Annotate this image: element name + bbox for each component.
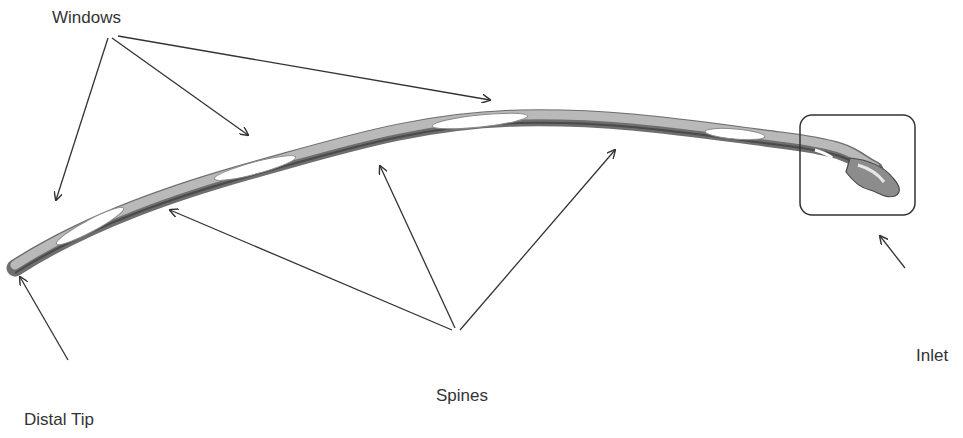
part-label: Inlet (916, 346, 948, 366)
inlet-box (800, 115, 915, 215)
tube (15, 115, 875, 273)
part-label: Distal Tip (24, 410, 94, 430)
inlet-end (800, 115, 915, 215)
leader-lines (20, 36, 905, 360)
part-label: Spines (436, 386, 488, 406)
part-label: Windows (52, 8, 121, 28)
